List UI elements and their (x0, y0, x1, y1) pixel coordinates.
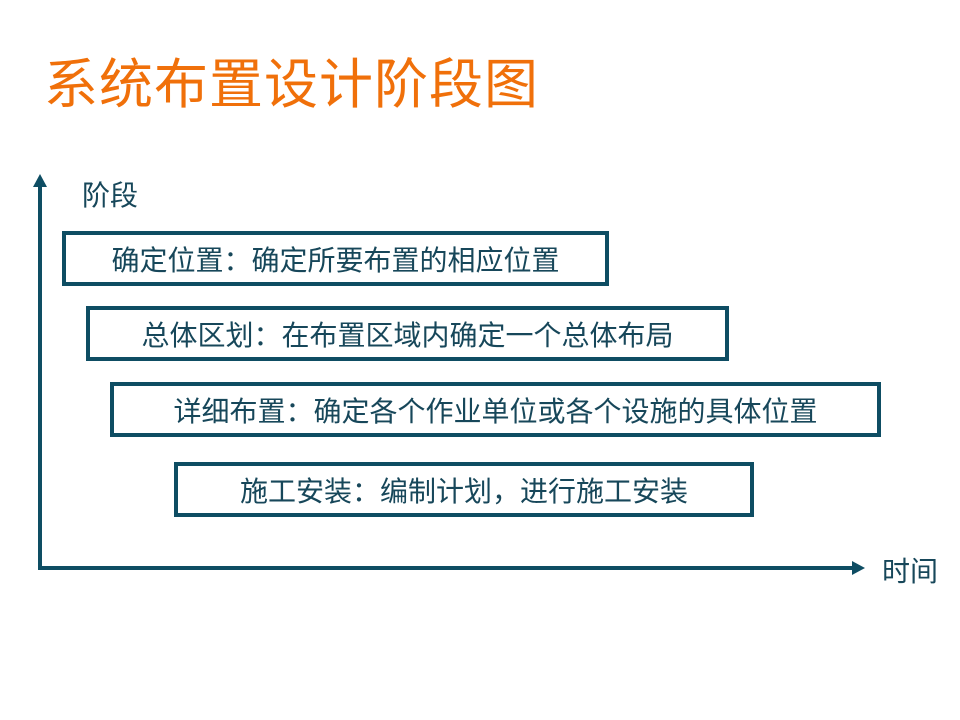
stage-label: 施工安装：编制计划，进行施工安装 (239, 474, 688, 508)
x-axis-label: 时间 (882, 555, 939, 588)
y-axis-line (38, 182, 42, 570)
x-axis-line (38, 566, 856, 570)
stage-box-2: 总体区划：在布置区域内确定一个总体布局 (86, 306, 729, 361)
y-axis-label: 阶段 (82, 179, 139, 212)
page-title: 系统布置设计阶段图 (44, 53, 539, 116)
stage-box-3: 详细布置：确定各个作业单位或各个设施的具体位置 (110, 382, 881, 437)
stage-box-1: 确定位置：确定所要布置的相应位置 (62, 231, 609, 286)
arrow-up-icon (33, 174, 47, 187)
stage-label: 详细布置：确定各个作业单位或各个设施的具体位置 (173, 394, 818, 428)
stage-label: 总体区划：在布置区域内确定一个总体布局 (141, 318, 674, 352)
stage-label: 确定位置：确定所要布置的相应位置 (111, 243, 560, 277)
arrow-right-icon (852, 561, 865, 575)
stage-box-4: 施工安装：编制计划，进行施工安装 (174, 462, 754, 517)
